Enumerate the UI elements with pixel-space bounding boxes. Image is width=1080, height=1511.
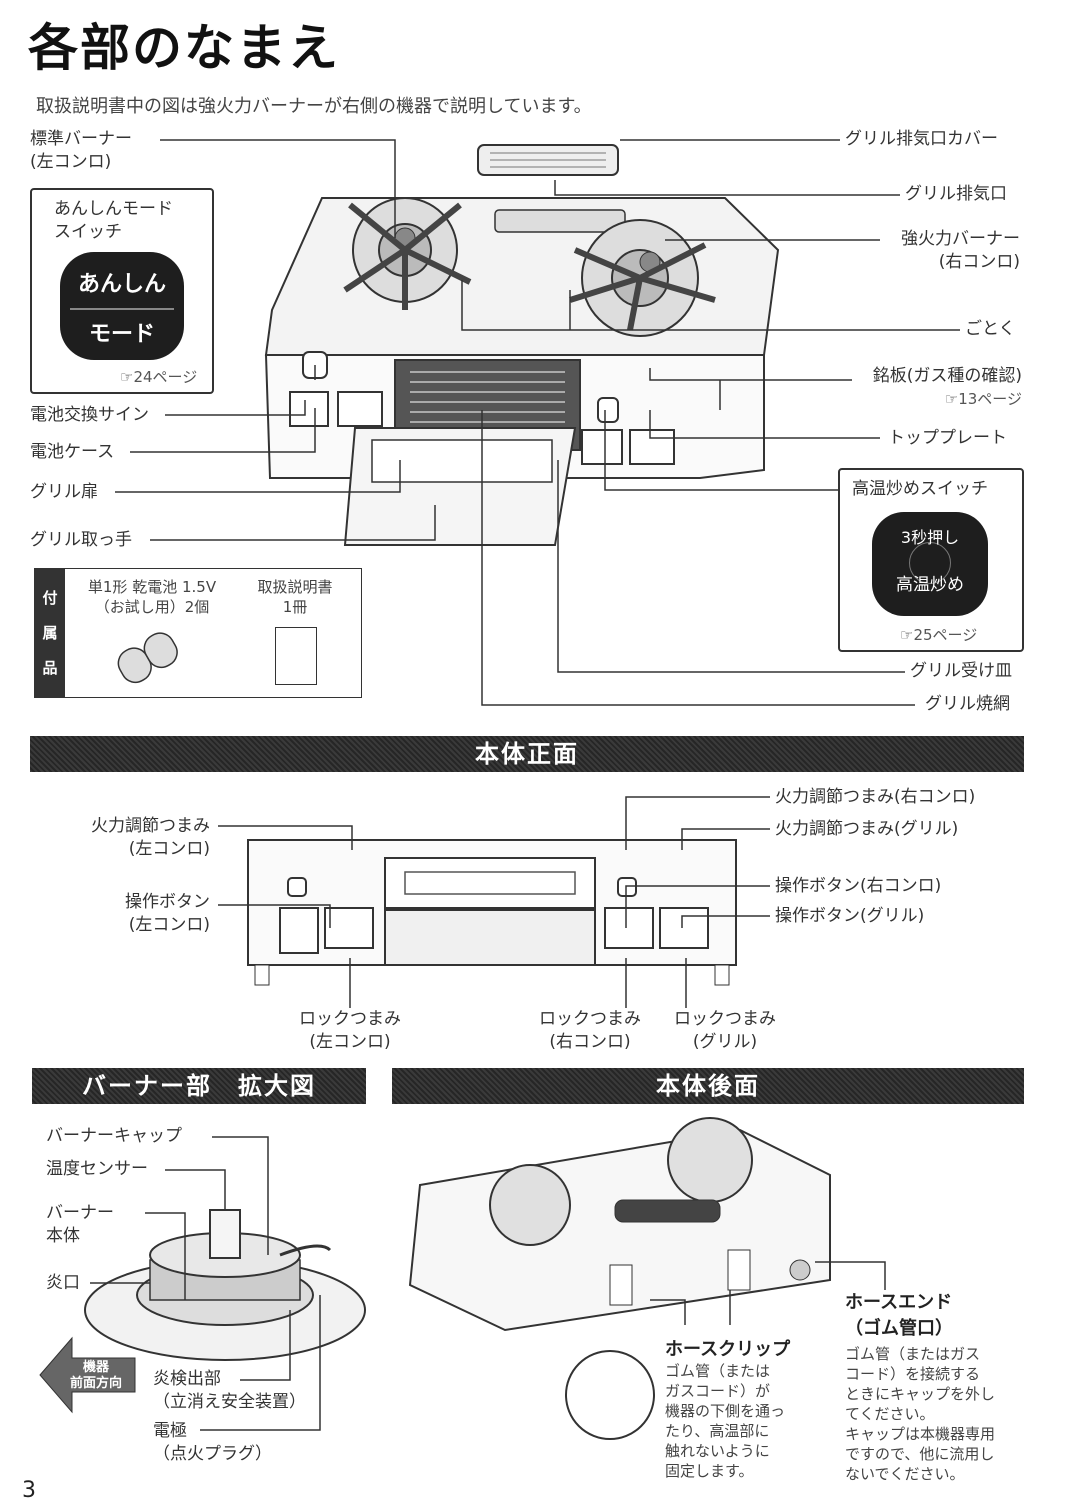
left-burner-shape: [343, 197, 472, 310]
right-burner-shape: [569, 219, 716, 337]
burner-cap-label: バーナーキャップ: [46, 1126, 182, 1146]
burner-body-label: バーナー本体: [46, 1203, 114, 1246]
manual-icon: [275, 627, 317, 685]
battery-sign-label: 電池交換サイン: [30, 405, 149, 425]
flame-detector-label: 炎検出部（立消え安全装置）: [153, 1369, 306, 1412]
btn-right-label: 操作ボタン(右コンロ): [775, 876, 942, 896]
page-title: 各部のなまえ: [28, 19, 340, 77]
knob-left-label: 火力調節つまみ(左コンロ): [91, 816, 210, 859]
high-temp-btn-bottom: 高温炒め: [896, 575, 964, 595]
back-view-shape: [408, 1117, 831, 1440]
grill-tray-label: グリル受け皿: [910, 661, 1012, 681]
top-plate-label: トッププレート: [888, 428, 1007, 448]
high-temp-box: 高温炒めスイッチ 3秒押し 高温炒め ☞25ページ: [838, 468, 1024, 652]
knob-right-label: 火力調節つまみ(右コンロ): [775, 787, 976, 807]
grill-net-label: グリル焼網: [925, 694, 1010, 714]
anshin-btn-bottom: モード: [88, 322, 155, 347]
nameplate-label: 銘板(ガス種の確認) ☞13ページ: [852, 365, 1022, 411]
anshin-ref: ☞24ページ: [120, 368, 198, 386]
battery-case-label: 電池ケース: [30, 442, 115, 462]
temp-sensor-label: 温度センサー: [46, 1159, 148, 1179]
high-temp-title: 高温炒めスイッチ: [852, 479, 988, 499]
grill-vent-cover-label: グリル排気口カバー: [845, 129, 998, 149]
high-temp-ref: ☞25ページ: [900, 626, 978, 644]
high-temp-btn-top: 3秒押し: [900, 528, 960, 547]
std-burner-label: 標準バーナー(左コンロ): [30, 129, 132, 172]
burner-zoom-header: バーナー部 拡大図: [32, 1068, 366, 1104]
flame-port-label: 炎口: [46, 1273, 80, 1293]
high-temp-switch[interactable]: 3秒押し 高温炒め: [872, 512, 988, 616]
grill-handle-label: グリル取っ手: [30, 530, 132, 550]
intro-text: 取扱説明書中の図は強火力バーナーが右側の機器で説明しています。: [36, 96, 592, 117]
hose-clip-note: ホースクリップ ゴム管（またはガスコード）が 機器の下側を通ったり、高温部に 触…: [665, 1335, 835, 1481]
accessories-side: 付 属 品: [35, 569, 65, 697]
front-view-shape: [247, 839, 737, 986]
hose-end-note: ホースエンド（ゴム管口） ゴム管（またはガスコード）を接続する ときにキャップを…: [845, 1288, 1045, 1484]
lock-right-label: ロックつまみ(右コンロ): [539, 1009, 641, 1052]
strong-burner-label: 強火力バーナー(右コンロ): [901, 229, 1020, 272]
grill-door-label: グリル扉: [30, 482, 98, 502]
back-header: 本体後面: [392, 1068, 1024, 1104]
grill-vent-cover-shape: [477, 144, 619, 176]
hose-clip-title: ホースクリップ: [665, 1339, 791, 1360]
btn-grill-label: 操作ボタン(グリル): [775, 906, 925, 926]
lock-left-label: ロックつまみ(左コンロ): [299, 1009, 401, 1052]
anshin-title: あんしんモードスイッチ: [54, 199, 173, 242]
knob-grill-label: 火力調節つまみ(グリル): [775, 819, 959, 839]
nameplate-ref: ☞13ページ: [944, 390, 1022, 408]
burner-zoom-shape: [84, 1209, 366, 1361]
page-number: 3: [22, 1478, 36, 1503]
electrode-label: 電極（点火プラグ）: [153, 1421, 272, 1464]
front-direction-arrow: 機器前面方向: [69, 1360, 122, 1391]
lock-grill-label: ロックつまみ(グリル): [674, 1009, 776, 1052]
anshin-mode-box: あんしんモードスイッチ あんしん モード ☞24ページ: [30, 188, 214, 394]
front-header: 本体正面: [30, 736, 1024, 772]
grill-vent-label: グリル排気口: [905, 184, 1007, 204]
battery-icon: [117, 632, 178, 684]
btn-left-label: 操作ボタン(左コンロ): [125, 892, 210, 935]
hose-end-title: ホースエンド（ゴム管口）: [845, 1292, 953, 1339]
anshin-mode-switch[interactable]: あんしん モード: [60, 252, 184, 360]
gotoku-label: ごとく: [965, 319, 1016, 339]
anshin-btn-top: あんしん: [77, 272, 166, 297]
battery-accessory-text: 単1形 乾電池 1.5V（お試し用）2個: [87, 578, 217, 616]
